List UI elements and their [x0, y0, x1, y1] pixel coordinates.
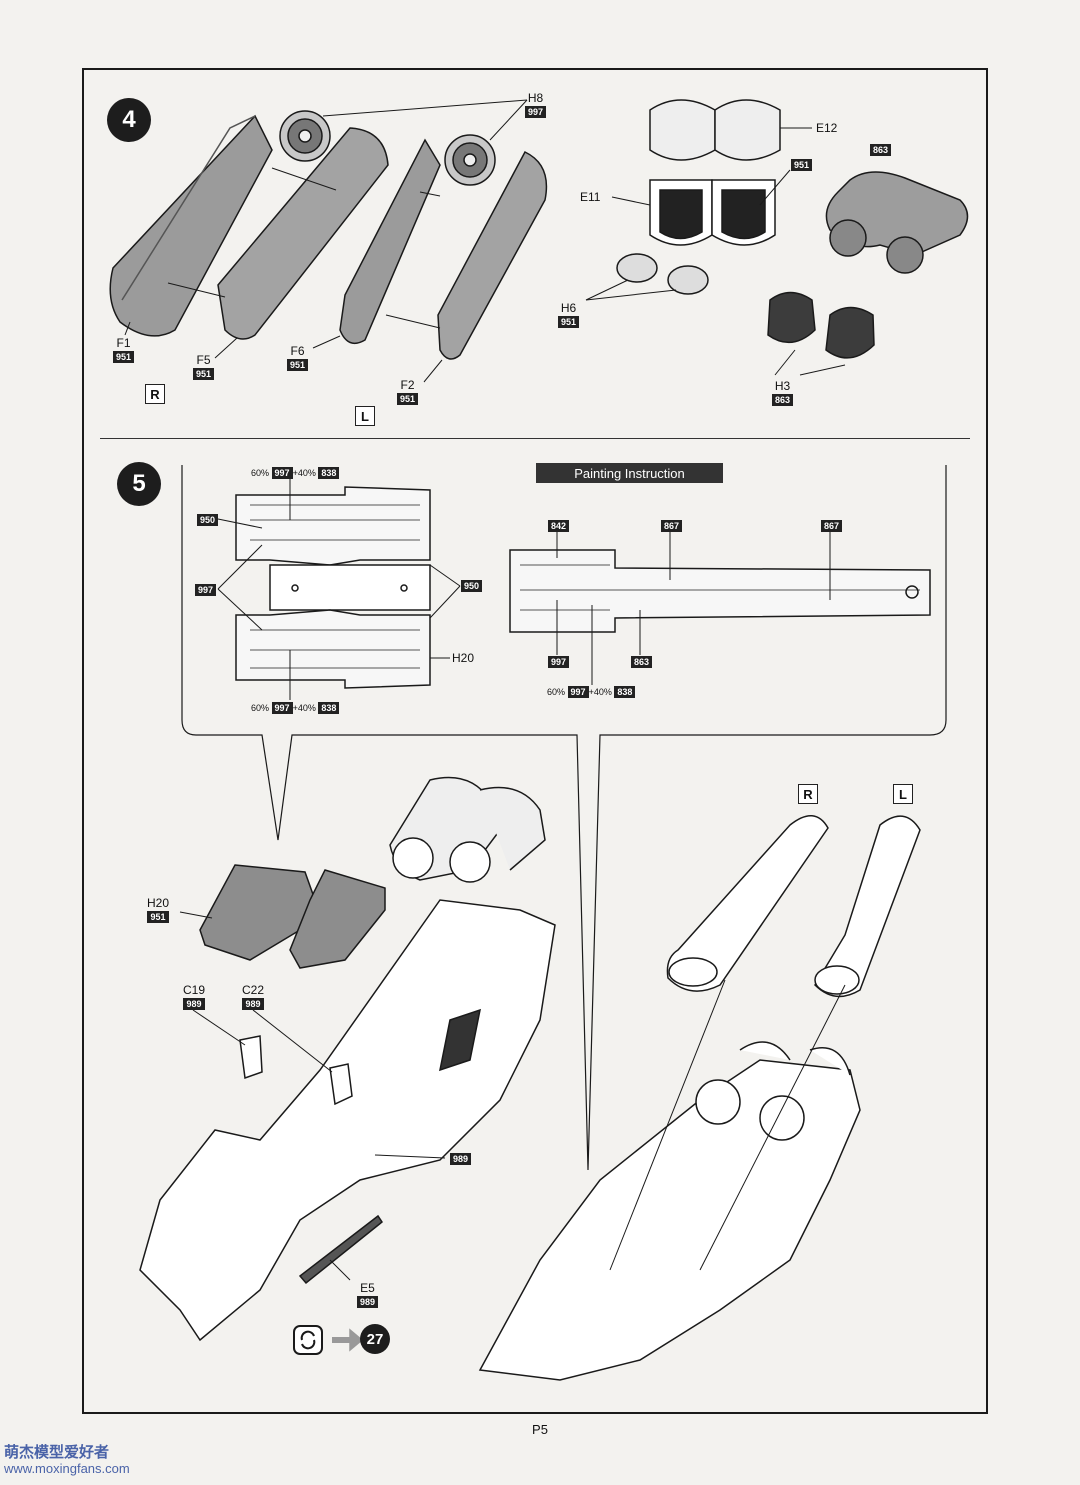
side-marker-l-step5: L [893, 784, 913, 804]
paint-mix-bottom: 60% 997+40% 838 [251, 702, 340, 714]
side-marker-l: L [355, 406, 375, 426]
paint-mix-top: 60% 997+40% 838 [251, 467, 340, 479]
duct-f2 [437, 151, 548, 360]
part-label-e12: E12 [816, 121, 838, 135]
engine-863 [825, 171, 969, 274]
part-label-h6: H6 951 [558, 302, 580, 328]
inset-fuselage-painting [509, 549, 931, 633]
paint-code-997-left: 997 [195, 584, 217, 596]
duct-f6 [339, 138, 441, 345]
watermark-site: 萌杰模型爱好者 [4, 1444, 110, 1461]
step5-right-leaders [609, 979, 846, 1271]
paint-code-950-left: 950 [197, 514, 219, 526]
paint-code-863-bottom: 863 [631, 656, 653, 668]
engines-left-assembly [389, 776, 546, 883]
part-label-f6: F6 951 [287, 345, 309, 371]
pipe-e12 [649, 99, 812, 161]
step-4-badge: 4 [107, 98, 151, 142]
nozzle-disc-h6 [585, 253, 709, 301]
duct-l-outer [814, 815, 921, 998]
part-label-e11: E11 [580, 190, 601, 204]
part-label-h8: H8 997 [525, 92, 547, 118]
part-label-c22: C22 989 [242, 983, 265, 1010]
flip-icon [293, 1325, 364, 1355]
part-label-e5: E5 989 [357, 1282, 379, 1308]
part-label-f5: F5 951 [193, 354, 215, 380]
side-marker-r-step5: R [798, 784, 818, 804]
paint-code-867-b: 867 [821, 520, 843, 532]
painting-callout-frame [181, 465, 947, 1171]
page-number: P5 [532, 1422, 548, 1437]
fuselage-lower-left [139, 899, 556, 1342]
duct-r-outer [666, 815, 829, 992]
step-5-badge: 5 [117, 462, 161, 506]
part-c22 [329, 1063, 353, 1106]
inset-leaders [217, 478, 831, 700]
step4-leaders [124, 99, 528, 383]
paint-code-997-bottom: 997 [548, 656, 570, 668]
part-label-h3: H3 863 [772, 380, 794, 406]
paint-code-950-right: 950 [461, 580, 483, 592]
part-label-c19: C19 989 [183, 983, 206, 1010]
paint-code: 997 [525, 106, 547, 118]
paint-code-842: 842 [548, 520, 570, 532]
next-step-badge: 27 [360, 1324, 390, 1354]
paint-code-989-side: 989 [450, 1153, 472, 1165]
part-label-f2: F2 951 [397, 379, 419, 405]
part-label-f1: F1 951 [113, 337, 135, 363]
part-label-h20: H20 951 [147, 896, 170, 923]
step-divider [100, 438, 970, 439]
part-c19 [239, 1035, 263, 1080]
pipe-e11 [611, 169, 791, 246]
sheet-frame [82, 68, 988, 1414]
duct-f5 [217, 127, 389, 340]
painting-instruction-title: Painting Instruction [536, 463, 723, 483]
compressor-face-left [279, 110, 331, 162]
intake-trunk-h20 [199, 864, 386, 969]
step5-left-leaders [179, 911, 446, 1281]
paint-mix-right: 60% 997+40% 838 [547, 686, 636, 698]
duct-f1 [109, 114, 273, 337]
exhaust-cones-h3 [767, 291, 875, 376]
inset-intake-top [235, 486, 431, 566]
watermark-url: www.moxingfans.com [4, 1461, 130, 1476]
part-label-h20-inset: H20 [452, 651, 475, 665]
fuselage-lower-right [478, 1041, 861, 1381]
watermark: 萌杰模型爱好者 www.moxingfans.com [4, 1445, 130, 1477]
compressor-face-right [444, 134, 496, 186]
side-marker-r: R [145, 384, 165, 404]
inset-intake-mid [269, 564, 431, 611]
paint-code-951-right: 951 [791, 158, 813, 171]
inset-intake-bottom [235, 609, 431, 689]
part-e5 [298, 1214, 384, 1285]
paint-code-867-a: 867 [661, 520, 683, 532]
paint-code-863-top: 863 [870, 143, 892, 156]
